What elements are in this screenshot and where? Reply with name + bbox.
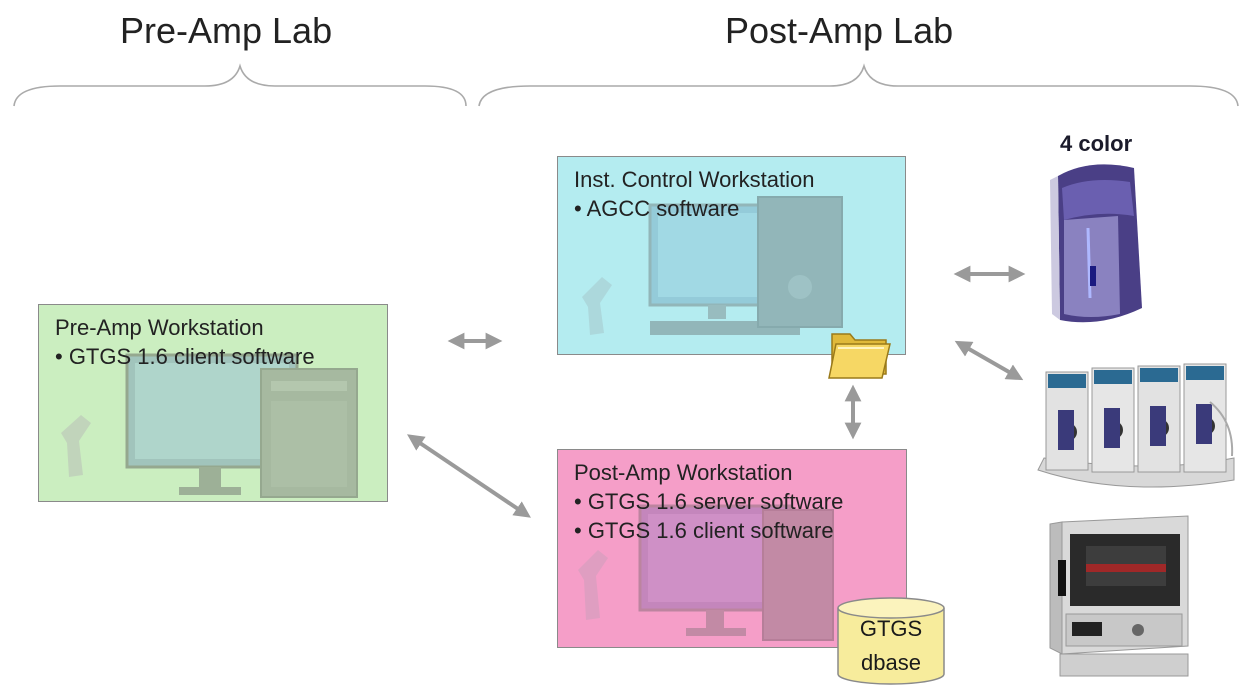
inst-control-title: Inst. Control Workstation: [574, 167, 815, 192]
scanner-instrument-icon: [1050, 164, 1142, 323]
arrow-instcontrol-fluidics: [954, 340, 1024, 381]
post-amp-item-2: • GTGS 1.6 client software: [574, 518, 834, 543]
pre-amp-item-1: • GTGS 1.6 client software: [55, 344, 315, 369]
fluidics-station-icon: [1037, 363, 1235, 488]
database-label-line2: dbase: [861, 650, 921, 675]
post-amp-workstation-box: Post-Amp Workstation • GTGS 1.6 server s…: [557, 449, 907, 648]
folder-icon: [828, 333, 891, 379]
pre-amp-lab-heading: Pre-Amp Lab: [120, 10, 333, 51]
pre-amp-workstation-box: Pre-Amp Workstation • GTGS 1.6 client so…: [38, 304, 388, 502]
post-amp-brace: [478, 63, 1239, 107]
inst-control-text: Inst. Control Workstation • AGCC softwar…: [558, 157, 905, 223]
scanner-label: 4 color: [1060, 131, 1133, 156]
oven-icon: [1049, 515, 1189, 677]
computer-icon: [61, 353, 358, 498]
post-amp-title: Post-Amp Workstation: [574, 460, 793, 485]
computer-icon: [578, 504, 834, 641]
inst-control-item-1: • AGCC software: [574, 196, 740, 221]
post-amp-text: Post-Amp Workstation • GTGS 1.6 server s…: [558, 450, 906, 545]
arrow-preamp-postamp: [407, 434, 531, 518]
post-amp-item-1: • GTGS 1.6 server software: [574, 489, 844, 514]
database-label-line1: GTGS: [859, 616, 923, 641]
pre-amp-title: Pre-Amp Workstation: [55, 315, 264, 340]
pre-amp-text: Pre-Amp Workstation • GTGS 1.6 client so…: [39, 305, 387, 371]
computer-icon: [582, 196, 843, 335]
pre-amp-brace: [13, 63, 467, 107]
database-icon: [837, 597, 945, 685]
post-amp-lab-heading: Post-Amp Lab: [725, 10, 954, 51]
inst-control-workstation-box: Inst. Control Workstation • AGCC softwar…: [557, 156, 906, 355]
